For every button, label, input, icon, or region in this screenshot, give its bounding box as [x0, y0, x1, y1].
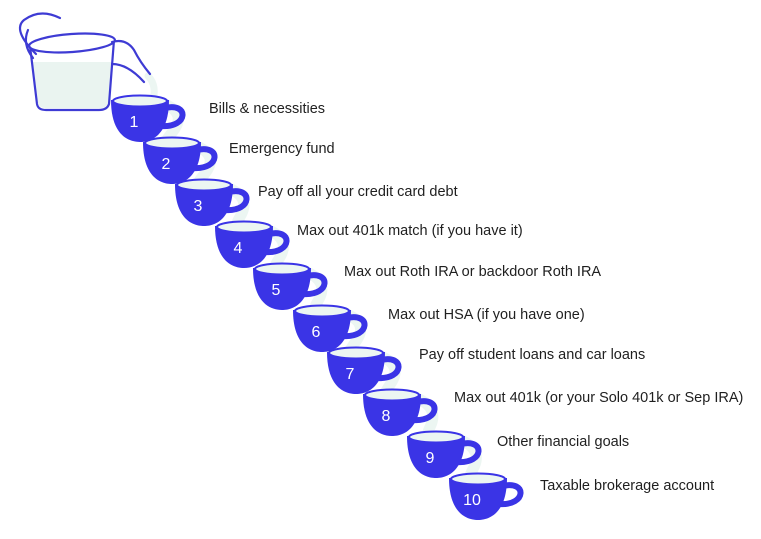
cup-4: 4 — [215, 220, 290, 268]
cup-number: 3 — [194, 198, 203, 215]
cup-number: 8 — [382, 408, 391, 425]
cup-number: 7 — [346, 366, 355, 383]
cup-number: 2 — [162, 156, 171, 173]
cup-6: 6 — [293, 304, 368, 352]
cup-liquid — [176, 178, 232, 192]
step-label-9: Other financial goals — [497, 434, 630, 450]
step-label-4: Max out 401k match (if you have it) — [297, 223, 523, 239]
cup-number: 4 — [234, 240, 243, 257]
step-label-8: Max out 401k (or your Solo 401k or Sep I… — [454, 390, 744, 406]
cup-liquid — [294, 304, 350, 318]
cup-liquid — [254, 262, 310, 276]
step-label-7: Pay off student loans and car loans — [419, 347, 646, 363]
cup-body — [143, 142, 201, 184]
cup-liquid — [144, 136, 200, 150]
cup-body — [253, 268, 311, 310]
cup-liquid — [364, 388, 420, 402]
cup-handle — [496, 482, 524, 508]
cup-body — [175, 184, 233, 226]
cup-10: 10 — [449, 472, 524, 520]
cup-body — [111, 100, 169, 142]
pitcher-icon — [18, 12, 152, 112]
cup-5: 5 — [253, 262, 328, 310]
cup-7: 7 — [327, 346, 402, 394]
cup-body — [363, 394, 421, 436]
cup-8: 8 — [363, 388, 438, 436]
cup-handle — [300, 272, 328, 298]
step-label-3: Pay off all your credit card debt — [258, 184, 458, 200]
step-label-1: Bills & necessities — [209, 101, 326, 117]
cup-handle — [454, 440, 482, 466]
cup-1: 1 — [111, 94, 186, 142]
cup-number: 10 — [463, 492, 481, 509]
cup-liquid — [112, 94, 168, 108]
step-label-10: Taxable brokerage account — [540, 478, 715, 494]
cup-handle — [262, 230, 290, 256]
cup-liquid — [450, 472, 506, 486]
cup-body — [215, 226, 273, 268]
step-label-2: Emergency fund — [229, 141, 335, 157]
cup-number: 1 — [130, 114, 139, 131]
cups-layer: 1 2 3 4 5 6 7 8 9 10 — [111, 94, 524, 520]
cup-body — [293, 310, 351, 352]
cup-number: 6 — [312, 324, 321, 341]
cup-number: 9 — [426, 450, 435, 467]
cup-body — [327, 352, 385, 394]
step-label-5: Max out Roth IRA or backdoor Roth IRA — [344, 264, 602, 280]
cup-liquid — [408, 430, 464, 444]
cup-3: 3 — [175, 178, 250, 226]
cup-number: 5 — [272, 282, 281, 299]
cup-body — [449, 478, 507, 520]
cup-handle — [410, 398, 438, 424]
cup-handle — [340, 314, 368, 340]
cup-body — [407, 436, 465, 478]
cup-2: 2 — [143, 136, 218, 184]
cup-liquid — [216, 220, 272, 234]
cup-handle — [374, 356, 402, 382]
cup-handle — [190, 146, 218, 172]
cup-liquid — [328, 346, 384, 360]
cup-handle — [158, 104, 186, 130]
cup-handle — [222, 188, 250, 214]
pour-streams — [144, 72, 482, 490]
cup-9: 9 — [407, 430, 482, 478]
step-label-6: Max out HSA (if you have one) — [388, 307, 585, 323]
